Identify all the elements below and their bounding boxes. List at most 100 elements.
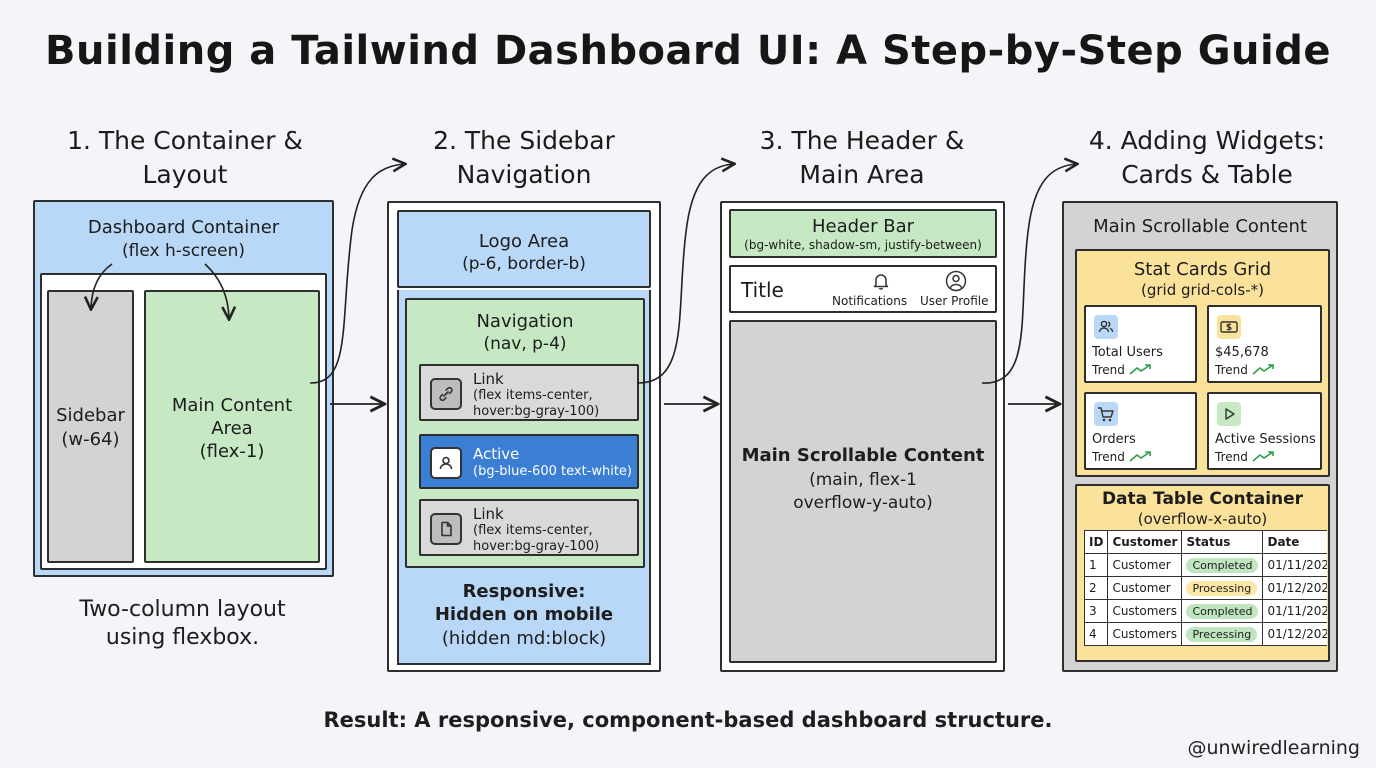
link-icon [430, 378, 462, 410]
responsive-desc: Hidden on mobile [434, 604, 614, 625]
cell-status: Precessing [1181, 622, 1264, 646]
step4-heading: 4. Adding Widgets: Cards & Table [1058, 124, 1356, 192]
nav-link-1-label: Link [473, 370, 504, 388]
nav-link-active-class: (bg-blue-600 text-white) [473, 464, 633, 479]
step1-caption-line1: Two-column layout [79, 597, 286, 622]
navigation-block: Navigation (nav, p-4) Link (flex items-c… [405, 298, 645, 568]
table-row[interactable]: 2 Customer Processing 01/12/202 [1084, 576, 1327, 600]
cell-id: 2 [1084, 576, 1109, 600]
stat-card-users[interactable]: Total Users Trend [1084, 305, 1197, 383]
step2-heading-line2: Navigation [456, 160, 592, 189]
sidebar-body: Navigation (nav, p-4) Link (flex items-c… [397, 290, 651, 665]
nav-link-1[interactable]: Link (flex items-center, hover:bg-gray-1… [419, 364, 639, 421]
cell-date: 01/11/202 [1262, 553, 1327, 577]
sidebar-panel: Logo Area (p-6, border-b) Navigation (na… [387, 201, 661, 672]
header-bar-block: Header Bar (bg-white, shadow-sm, justify… [729, 209, 997, 258]
step1-heading-line1: 1. The Container & [67, 126, 303, 155]
table-label: Data Table Container [1101, 489, 1304, 509]
main-label-line1: Main Content [171, 395, 293, 416]
main-content-block: Main Content Area (flex-1) [144, 290, 320, 563]
step1-heading-line2: Layout [142, 160, 228, 189]
play-icon [1217, 402, 1241, 426]
stat-card-orders-label: Orders [1092, 432, 1136, 447]
nav-link-3[interactable]: Link (flex items-center, hover:bg-gray-1… [419, 499, 639, 556]
profile-icon[interactable] [945, 270, 967, 292]
cell-status: Completed [1181, 599, 1264, 623]
main-area-panel: Header Bar (bg-white, shadow-sm, justify… [720, 201, 1005, 672]
stat-card-revenue-trend: Trend [1215, 363, 1248, 377]
logo-area: Logo Area (p-6, border-b) [397, 210, 651, 288]
grid-label: Stat Cards Grid [1133, 259, 1272, 280]
cell-status: Processing [1181, 576, 1264, 600]
responsive-label: Responsive: [462, 581, 586, 602]
nav-link-3-class1: (flex items-center, [473, 523, 593, 538]
stat-card-sessions-label: Active Sessions [1215, 432, 1316, 447]
step2-heading-line1: 2. The Sidebar [433, 126, 615, 155]
grid-class: (grid grid-cols-*) [1141, 281, 1264, 299]
table-class: (overflow-x-auto) [1137, 510, 1268, 528]
cell-customer: Customers [1107, 599, 1183, 623]
table-row[interactable]: 1 Customer Completed 01/11/202 [1084, 553, 1327, 577]
stat-card-revenue-label: $45,678 [1215, 345, 1269, 360]
container-label: Dashboard Container [87, 217, 280, 238]
data-table: ID Customer Status Date 1 Customer Compl… [1084, 530, 1327, 646]
nav-link-active[interactable]: Active (bg-blue-600 text-white) [419, 434, 639, 489]
step3-heading: 3. The Header & Main Area [718, 124, 1006, 192]
sidebar-class: (w-64) [61, 429, 120, 450]
data-table-container: Data Table Container (overflow-x-auto) I… [1075, 484, 1330, 662]
sidebar-label: Sidebar [56, 405, 125, 426]
header-title: Title [741, 278, 784, 302]
nav-link-active-label: Active [473, 445, 520, 463]
nav-link-3-class2: hover:bg-gray-100) [473, 539, 600, 554]
cell-date: 01/12/202 [1262, 622, 1327, 646]
step1-caption-line2: using flexbox. [105, 625, 260, 650]
main-label-line2: Area [211, 418, 253, 439]
trend-up-icon [1252, 364, 1274, 375]
cell-customer: Customer [1107, 553, 1183, 577]
responsive-class: (hidden md:block) [441, 628, 607, 649]
watermark: @unwiredlearning [1187, 737, 1360, 759]
status-badge: Completed [1186, 604, 1259, 619]
trend-up-icon [1252, 451, 1274, 462]
cell-id: 3 [1084, 599, 1109, 623]
user-icon [430, 447, 462, 479]
widgets-outer-label: Main Scrollable Content [1093, 216, 1307, 237]
container-inner: Sidebar (w-64) Main Content Area (flex-1… [40, 273, 327, 570]
main-scrollable-block: Main Scrollable Content (main, flex-1 ov… [729, 320, 997, 663]
step2-heading: 2. The Sidebar Navigation [386, 124, 662, 192]
dollar-icon [1217, 315, 1241, 339]
cell-id: 4 [1084, 622, 1109, 646]
step1-heading: 1. The Container & Layout [30, 124, 340, 192]
nav-link-1-class1: (flex items-center, [473, 388, 593, 403]
data-table-scroll[interactable]: ID Customer Status Date 1 Customer Compl… [1084, 530, 1327, 654]
status-badge: Processing [1186, 581, 1258, 596]
notifications-label[interactable]: Notifications [832, 294, 908, 308]
bell-icon[interactable] [871, 271, 891, 291]
result-caption: Result: A responsive, component-based da… [323, 708, 1053, 732]
cart-icon [1094, 402, 1118, 426]
step3-heading-line2: Main Area [799, 160, 925, 189]
stat-card-orders[interactable]: Orders Trend [1084, 392, 1197, 470]
table-row[interactable]: 3 Customers Completed 01/11/202 [1084, 599, 1327, 623]
step1-caption: Two-column layout using flexbox. [30, 596, 335, 652]
dashboard-container: Dashboard Container (flex h-screen) Side… [33, 200, 334, 577]
stat-card-revenue[interactable]: $45,678 Trend [1207, 305, 1322, 383]
step3-heading-line1: 3. The Header & [759, 126, 965, 155]
file-icon [430, 513, 462, 545]
widgets-panel: Main Scrollable Content Stat Cards Grid … [1062, 201, 1338, 672]
status-badge: Completed [1186, 558, 1259, 573]
cell-date: 01/11/202 [1262, 599, 1327, 623]
table-row[interactable]: 4 Customers Precessing 01/12/202 [1084, 622, 1327, 646]
stat-card-sessions[interactable]: Active Sessions Trend [1207, 392, 1322, 470]
container-class: (flex h-screen) [121, 241, 246, 261]
step4-heading-line1: 4. Adding Widgets: [1088, 126, 1326, 155]
main-scrollable-label: Main Scrollable Content [741, 445, 985, 466]
cell-customer: Customer [1107, 576, 1183, 600]
nav-link-1-class2: hover:bg-gray-100) [473, 404, 600, 419]
logo-label: Logo Area [478, 231, 570, 252]
column-header-customer: Customer [1107, 530, 1183, 554]
header-bar: Title Notifications User Profile [729, 265, 997, 313]
cell-customer: Customers [1107, 622, 1183, 646]
user-profile-label[interactable]: User Profile [920, 294, 989, 308]
main-scrollable-class2: overflow-y-auto) [793, 493, 933, 513]
